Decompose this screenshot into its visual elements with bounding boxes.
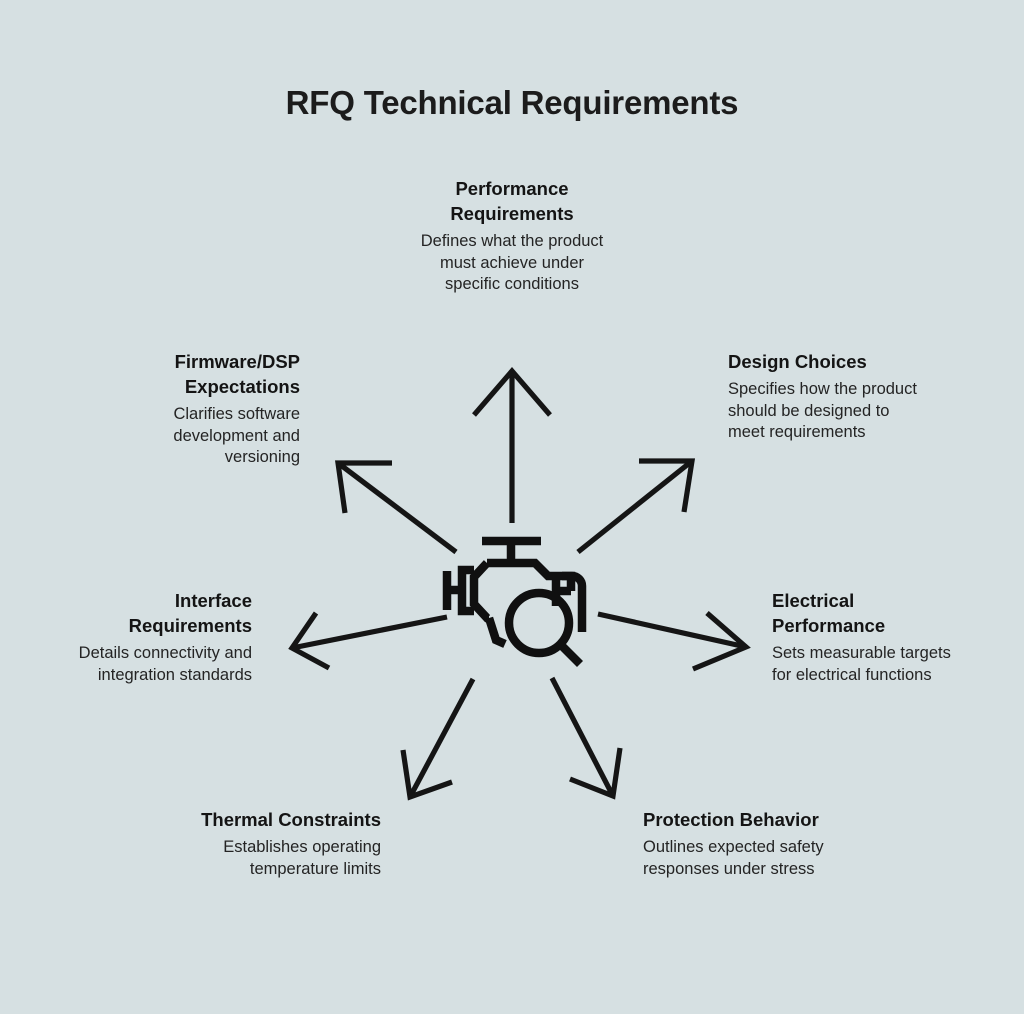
arrow-left (288, 611, 448, 671)
node-performance-requirements[interactable]: Performance Requirements Defines what th… (412, 176, 612, 296)
node-desc-interface-requirements: Details connectivity and integration sta… (78, 644, 252, 684)
node-title-firmware-dsp-expectations: Firmware/DSP Expectations (174, 351, 300, 397)
node-desc-protection-behavior: Outlines expected safety responses under… (643, 838, 824, 878)
node-desc-thermal-constraints: Establishes operating temperature limits (223, 838, 381, 878)
node-title-performance-requirements: Performance Requirements (450, 178, 574, 224)
node-desc-performance-requirements: Defines what the product must achieve un… (420, 232, 604, 293)
node-title-electrical-performance: Electrical Performance (772, 590, 886, 636)
node-desc-electrical-performance: Sets measurable targets for electrical f… (772, 644, 951, 684)
page-title: RFQ Technical Requirements (285, 84, 739, 121)
node-title-interface-requirements: Interface Requirements (128, 590, 252, 636)
arrow-down-left (400, 677, 476, 801)
arrow-down-right (549, 676, 623, 800)
node-desc-firmware-dsp-expectations: Clarifies software development and versi… (173, 405, 300, 466)
node-title-design-choices: Design Choices (728, 351, 867, 372)
node-protection-behavior[interactable]: Protection Behavior Outlines expected sa… (643, 807, 828, 880)
arrow-up-left (335, 460, 458, 555)
node-desc-design-choices: Specifies how the product should be desi… (728, 380, 917, 441)
arrow-right (597, 611, 751, 672)
node-thermal-constraints[interactable]: Thermal Constraints Establishes operatin… (180, 807, 381, 880)
node-electrical-performance[interactable]: Electrical Performance Sets measurable t… (772, 588, 962, 686)
node-design-choices[interactable]: Design Choices Specifies how the product… (728, 349, 928, 444)
arrow-up (472, 367, 552, 523)
engine-inspection-icon (442, 536, 587, 668)
node-title-protection-behavior: Protection Behavior (643, 809, 819, 830)
arrow-up-right (576, 458, 696, 555)
node-firmware-dsp-expectations[interactable]: Firmware/DSP Expectations Clarifies soft… (120, 349, 300, 469)
node-title-thermal-constraints: Thermal Constraints (201, 809, 381, 830)
node-interface-requirements[interactable]: Interface Requirements Details connectiv… (70, 588, 252, 686)
